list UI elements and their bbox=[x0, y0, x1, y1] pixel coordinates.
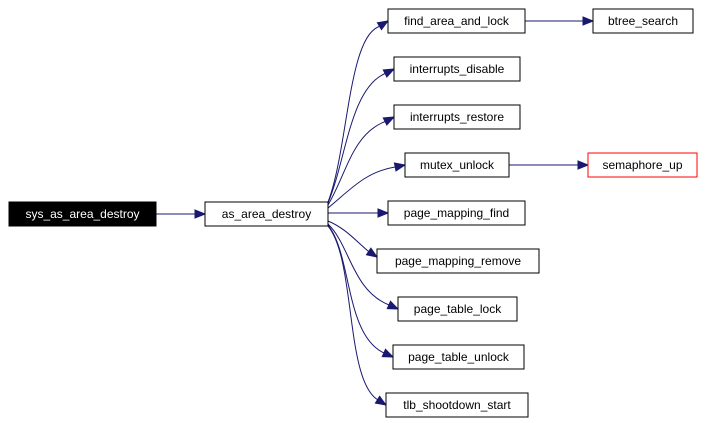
node-box-interrupts-restore bbox=[393, 104, 521, 130]
node-label-page-mapping-remove: page_mapping_remove bbox=[395, 254, 521, 268]
node-label-page-table-lock: page_table_lock bbox=[414, 302, 502, 316]
node-label-page-table-unlock: page_table_unlock bbox=[408, 350, 510, 364]
node-box-page-table-unlock bbox=[392, 344, 525, 370]
node-box-sys-as-area-destroy bbox=[8, 201, 157, 227]
nodes: sys_as_area_destroy as_area_destroy find… bbox=[8, 8, 698, 418]
edge-as-area-destroy-to-tlb-shootdown-start-arrowhead bbox=[374, 395, 388, 406]
edge-as-area-destroy-to-page-table-unlock-arrowhead bbox=[381, 348, 395, 358]
node-box-tlb-shootdown-start bbox=[385, 392, 529, 418]
node-box-page-table-lock bbox=[397, 296, 518, 322]
node-label-semaphore-up: semaphore_up bbox=[602, 158, 682, 172]
node-box-interrupts-disable bbox=[393, 56, 521, 82]
edges bbox=[156, 16, 595, 406]
edge-as-area-destroy-to-mutex-unlock-arrowhead bbox=[393, 162, 407, 172]
node-label-interrupts-disable: interrupts_disable bbox=[410, 62, 505, 76]
edge-as-area-destroy-to-interrupts-restore-arrowhead bbox=[382, 116, 396, 126]
edge-as-area-destroy-to-tlb-shootdown-start bbox=[327, 225, 387, 406]
node-label-tlb-shootdown-start: tlb_shootdown_start bbox=[403, 398, 511, 412]
node-box-as-area-destroy bbox=[204, 201, 329, 227]
node-btree-search[interactable]: btree_search bbox=[592, 8, 694, 34]
node-label-page-mapping-find: page_mapping_find bbox=[404, 206, 509, 220]
edge-as-area-destroy-to-find-area-and-lock-arrowhead bbox=[376, 20, 390, 31]
node-semaphore-up[interactable]: semaphore_up bbox=[587, 152, 698, 178]
node-box-find-area-and-lock bbox=[387, 8, 526, 34]
node-box-page-mapping-find bbox=[387, 200, 526, 226]
node-page-mapping-find[interactable]: page_mapping_find bbox=[387, 200, 526, 226]
node-tlb-shootdown-start[interactable]: tlb_shootdown_start bbox=[385, 392, 529, 418]
node-label-btree-search: btree_search bbox=[608, 14, 678, 28]
node-mutex-unlock[interactable]: mutex_unlock bbox=[404, 152, 510, 178]
edge-find-area-and-lock-to-btree-search-arrowhead bbox=[582, 16, 595, 26]
edge-mutex-unlock-to-semaphore-up-arrowhead bbox=[577, 160, 590, 170]
edge-sys-as-area-destroy-to-as-area-destroy-arrowhead bbox=[194, 209, 207, 219]
node-box-btree-search bbox=[592, 8, 694, 34]
node-find-area-and-lock[interactable]: find_area_and_lock bbox=[387, 8, 526, 34]
edge-as-area-destroy-to-page-mapping-find-arrowhead bbox=[377, 208, 390, 218]
node-label-sys-as-area-destroy: sys_as_area_destroy bbox=[25, 207, 139, 221]
node-as-area-destroy[interactable]: as_area_destroy bbox=[204, 201, 329, 227]
edge-as-area-destroy-to-interrupts-disable bbox=[327, 68, 395, 204]
edge-as-area-destroy-to-page-table-lock-arrowhead bbox=[386, 300, 400, 310]
edge-as-area-destroy-to-page-mapping-remove-arrowhead bbox=[365, 247, 379, 258]
node-label-mutex-unlock: mutex_unlock bbox=[420, 158, 495, 172]
edge-as-area-destroy-to-interrupts-restore bbox=[327, 116, 395, 206]
node-interrupts-restore[interactable]: interrupts_restore bbox=[393, 104, 521, 130]
node-box-semaphore-up bbox=[587, 152, 698, 178]
edge-as-area-destroy-to-page-mapping-remove bbox=[327, 220, 378, 258]
edge-as-area-destroy-to-mutex-unlock bbox=[327, 164, 406, 209]
node-box-page-mapping-remove bbox=[376, 248, 540, 274]
edge-as-area-destroy-to-interrupts-disable-arrowhead bbox=[382, 68, 396, 78]
edge-as-area-destroy-to-find-area-and-lock bbox=[327, 20, 389, 203]
node-page-table-lock[interactable]: page_table_lock bbox=[397, 296, 518, 322]
node-box-mutex-unlock bbox=[404, 152, 510, 178]
node-interrupts-disable[interactable]: interrupts_disable bbox=[393, 56, 521, 82]
node-label-find-area-and-lock: find_area_and_lock bbox=[404, 14, 510, 28]
node-page-table-unlock[interactable]: page_table_unlock bbox=[392, 344, 525, 370]
node-label-interrupts-restore: interrupts_restore bbox=[410, 110, 504, 124]
node-label-as-area-destroy: as_area_destroy bbox=[222, 207, 311, 221]
node-sys-as-area-destroy[interactable]: sys_as_area_destroy bbox=[8, 201, 157, 227]
node-page-mapping-remove[interactable]: page_mapping_remove bbox=[376, 248, 540, 274]
edge-as-area-destroy-to-page-table-lock bbox=[327, 223, 399, 310]
